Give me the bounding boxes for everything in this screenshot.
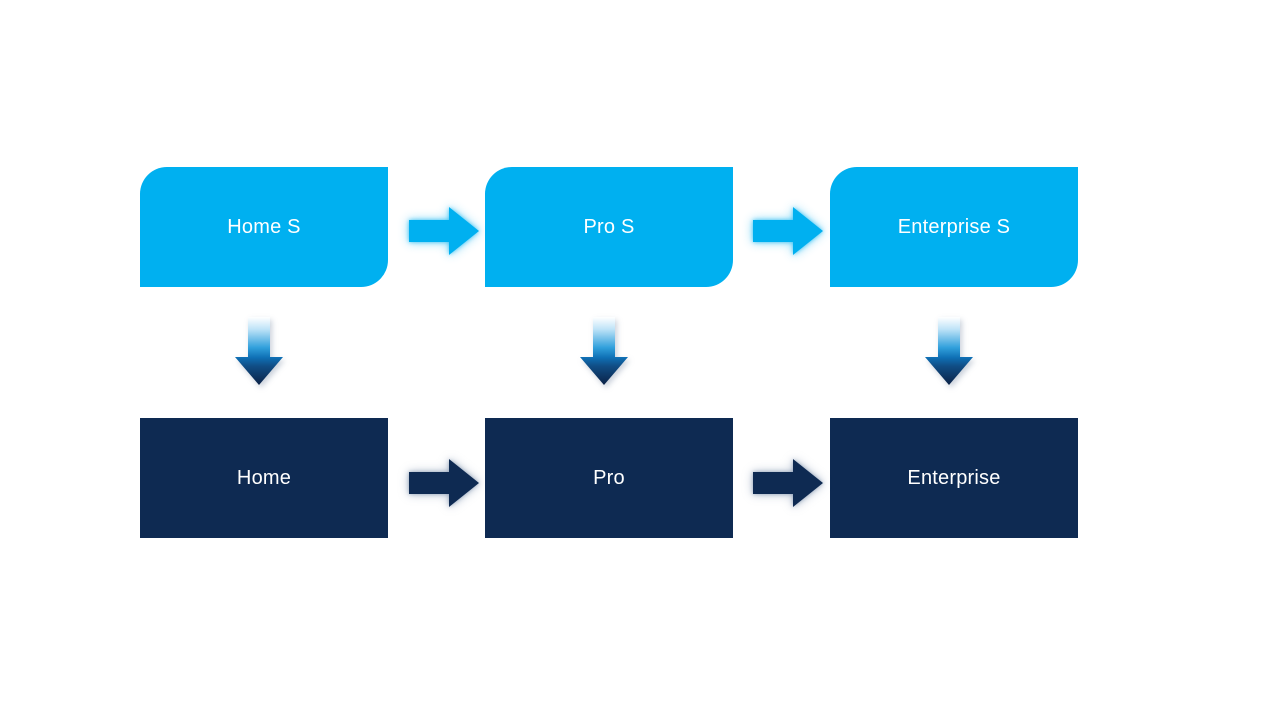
- box-home-label: Home: [236, 466, 292, 489]
- right-arrow-icon: [753, 207, 823, 255]
- down-arrow-icon: [925, 317, 973, 385]
- right-arrow-icon: [409, 207, 479, 255]
- box-enterprise-s-label: Enterprise S: [897, 215, 1011, 238]
- box-enterprise-label: Enterprise: [907, 466, 1001, 489]
- box-home-s-label: Home S: [227, 215, 301, 238]
- box-enterprise-s: Enterprise S: [830, 167, 1078, 287]
- box-enterprise: Enterprise: [830, 418, 1078, 538]
- box-pro-label: Pro: [593, 466, 625, 489]
- down-arrow-icon: [235, 317, 283, 385]
- box-pro-s-label: Pro S: [583, 215, 635, 238]
- box-home-s: Home S: [140, 167, 388, 287]
- right-arrow-icon: [409, 459, 479, 507]
- box-pro-s: Pro S: [485, 167, 733, 287]
- right-arrow-icon: [753, 459, 823, 507]
- box-pro: Pro: [485, 418, 733, 538]
- down-arrow-icon: [580, 317, 628, 385]
- box-home: Home: [140, 418, 388, 538]
